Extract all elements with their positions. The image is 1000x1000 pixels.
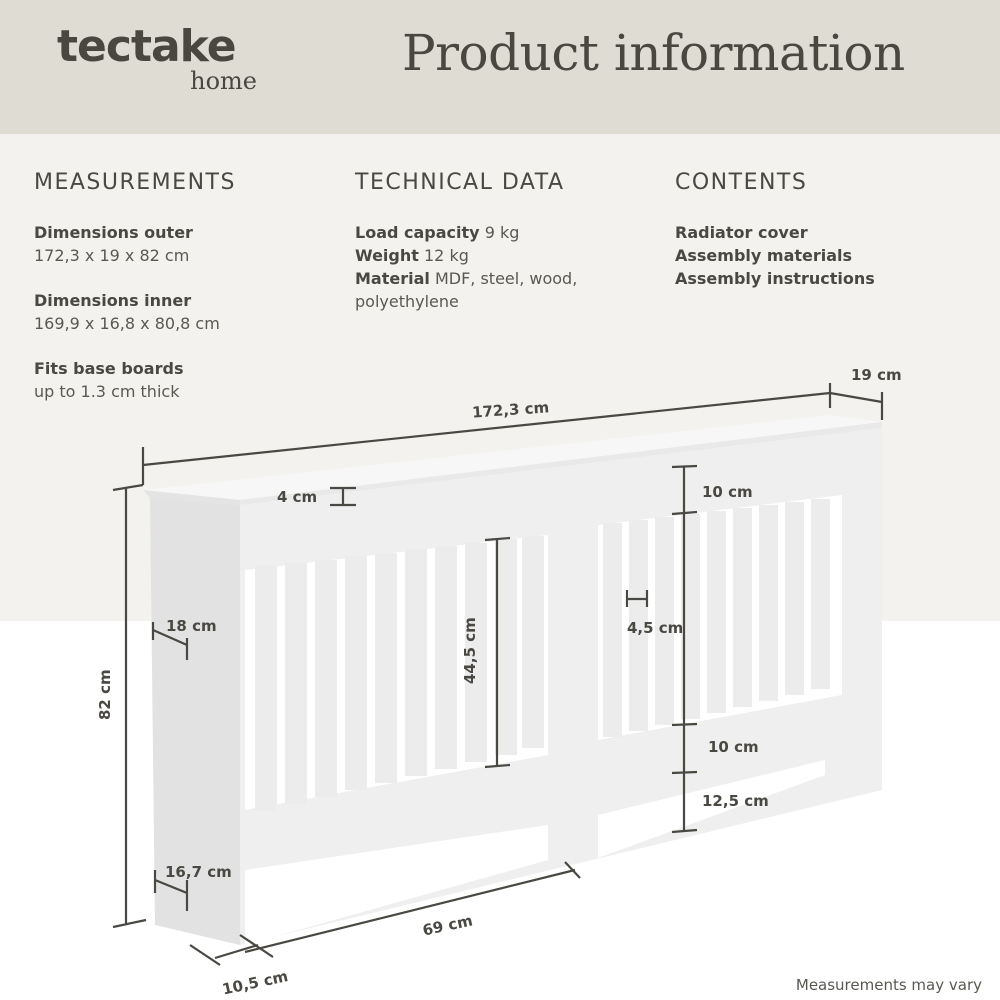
dim-height: 82 cm [96, 669, 114, 720]
spec-value: 172,3 x 19 x 82 cm [34, 246, 190, 265]
brand-name: tectake [57, 21, 237, 72]
slats [255, 499, 830, 811]
dim-top-rail: 4 cm [277, 488, 317, 506]
spec-label: Load capacity [355, 223, 480, 242]
spec-value: up to 1.3 cm thick [34, 382, 180, 401]
spec-label: Dimensions inner [34, 291, 192, 310]
spec-value-cont: polyethylene [355, 292, 459, 311]
measurements-section: MEASUREMENTS Dimensions outer 172,3 x 19 … [34, 170, 236, 425]
dim-slat-height: 44,5 cm [461, 617, 479, 684]
header-band [0, 0, 1000, 134]
spec-value: 9 kg [484, 223, 520, 242]
technical-heading: TECHNICAL DATA [355, 170, 565, 195]
dim-side-bottom: 16,7 cm [165, 863, 232, 881]
spec-value: 12 kg [424, 246, 469, 265]
dim-leg-width: 10,5 cm [221, 967, 290, 998]
dim-base-gap: 12,5 cm [702, 792, 769, 810]
spec-label: Weight [355, 246, 419, 265]
contents-item: Radiator cover [675, 223, 808, 242]
measurements-heading: MEASUREMENTS [34, 170, 236, 195]
contents-item: Assembly instructions [675, 269, 875, 288]
technical-section: TECHNICAL DATA Load capacity 9 kg Weight… [355, 170, 577, 313]
spec-label: Material [355, 269, 430, 288]
dim-side-top: 18 cm [166, 617, 217, 635]
spec-label: Dimensions outer [34, 223, 193, 242]
page-title: Product information [402, 24, 905, 82]
spec-value: MDF, steel, wood, [434, 269, 578, 288]
brand-logo: tectake home [57, 21, 257, 95]
contents-item: Assembly materials [675, 246, 853, 265]
brand-sub: home [190, 67, 257, 95]
dim-lower-rail: 10 cm [708, 738, 759, 756]
dim-width: 172,3 cm [471, 398, 549, 421]
dimension-lines [112, 383, 884, 966]
dim-depth: 19 cm [851, 366, 902, 384]
contents-section: CONTENTS Radiator cover Assembly materia… [675, 170, 875, 290]
dim-slat-gap: 4,5 cm [627, 619, 683, 637]
spec-label: Fits base boards [34, 359, 184, 378]
footnote: Measurements may vary [795, 976, 982, 994]
spec-value: 169,9 x 16,8 x 80,8 cm [34, 314, 220, 333]
dim-upper-rail: 10 cm [702, 483, 753, 501]
contents-heading: CONTENTS [675, 170, 808, 195]
dim-inner-width: 69 cm [421, 911, 474, 939]
